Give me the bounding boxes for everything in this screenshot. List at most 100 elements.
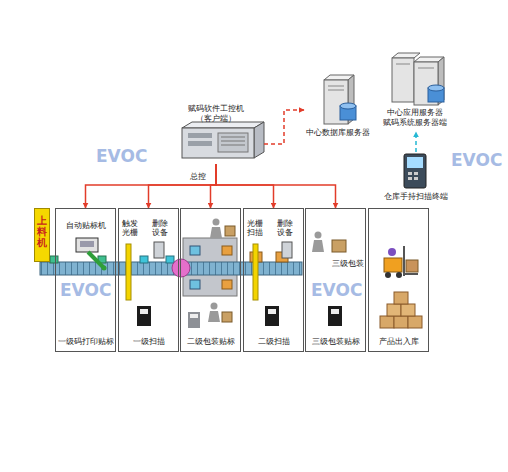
application-server-icon <box>396 64 410 65</box>
handheld-terminal-icon <box>408 177 412 180</box>
computer-icon <box>188 133 212 138</box>
scanner-icon <box>190 314 198 318</box>
node-text: 上料机 <box>37 215 47 248</box>
conveyor-belt <box>166 256 174 263</box>
worker-figure <box>332 240 346 252</box>
forklift <box>388 248 396 256</box>
worker-figure <box>208 311 220 322</box>
conveyor-belt <box>190 246 200 255</box>
database-server-icon <box>328 90 344 91</box>
node-text: 触发 光栅 <box>122 219 139 237</box>
scanner-icon <box>268 309 276 314</box>
watermark: EVOC <box>311 280 362 300</box>
forklift <box>403 246 405 276</box>
labeling-robot <box>80 241 94 247</box>
handheld-terminal-icon <box>404 154 426 188</box>
box-pile <box>380 292 422 328</box>
node-text: 三级包装贴标 <box>306 337 365 346</box>
scanner-icon <box>188 312 200 328</box>
database-server: 中心数据库服务器 <box>304 72 372 142</box>
box-pile <box>394 316 408 328</box>
handheld-terminal-icon <box>414 172 418 175</box>
connector <box>216 164 336 208</box>
connector <box>211 164 217 208</box>
node-text: 仓库手持扫描终端 <box>380 192 452 201</box>
node-text: 二级包装贴标 <box>181 337 240 346</box>
node-text: 二级扫描 <box>244 337 303 346</box>
forklift <box>385 272 391 278</box>
industrial-pc: 赋码软件工控机 （客户端） <box>168 104 264 164</box>
station-box: 一级扫描 触发 光栅删除 设备 <box>118 208 179 352</box>
scanner-icon <box>137 306 151 326</box>
connector <box>149 164 217 208</box>
scanner-icon <box>331 309 339 314</box>
reject-device <box>154 242 292 258</box>
worker-figure <box>225 226 235 236</box>
forklift <box>384 258 402 272</box>
computer-icon <box>221 141 245 142</box>
box-pile <box>401 304 415 316</box>
forklift <box>396 272 402 278</box>
scanner-icon <box>265 306 279 326</box>
node-text: 一级码打印贴标 <box>56 337 115 346</box>
worker-figure <box>222 312 232 322</box>
conveyor-belt <box>190 280 200 289</box>
application-server: 中心应用服务器 赋码系统服务器端 <box>376 48 454 132</box>
node-text: 光栅 扫描 <box>247 219 264 237</box>
worker-figure <box>211 303 218 310</box>
labeling-robot <box>88 252 104 268</box>
computer-icon <box>182 122 264 158</box>
application-server-icon <box>392 53 420 58</box>
application-server-icon <box>418 68 434 69</box>
conveyor-belt <box>140 256 148 263</box>
station-box: 二级扫描光栅 扫描删除 设备 <box>243 208 304 352</box>
connector <box>415 132 417 152</box>
computer-icon <box>182 128 254 158</box>
connector <box>264 110 304 144</box>
handheld-terminal-icon <box>404 154 426 188</box>
connector <box>216 164 274 208</box>
labeling-robot <box>76 238 98 252</box>
application-server-icon <box>428 85 444 91</box>
reject-device <box>282 242 292 258</box>
worker-figure <box>213 219 220 226</box>
node-text: 赋码软件工控机 （客户端） <box>186 104 247 123</box>
feeder-machine: 上料机 <box>34 208 50 262</box>
labeling-robot <box>102 266 107 271</box>
station-box: 产品出入库 <box>368 208 429 352</box>
reject-device <box>154 242 164 258</box>
application-server-icon <box>392 53 444 105</box>
node-text: 一级扫描 <box>119 337 178 346</box>
handheld-terminal-icon <box>414 177 418 180</box>
box-pile <box>394 292 408 304</box>
light-gate <box>253 244 258 300</box>
node-text: 产品出入库 <box>369 337 428 346</box>
database-server-icon <box>340 103 356 109</box>
bus-label: 总控 <box>190 171 206 182</box>
scanner-icon <box>140 309 148 314</box>
handheld-terminal-icon <box>407 157 423 168</box>
labeling-robot <box>76 238 107 271</box>
handheld-terminal-icon <box>408 172 412 175</box>
computer-icon <box>221 145 245 146</box>
worker-figure <box>208 219 346 323</box>
watermark: EVOC <box>451 150 502 170</box>
worker-figure <box>312 240 324 252</box>
conveyor-belt <box>172 259 190 277</box>
database-server-icon <box>328 86 344 87</box>
computer-icon <box>221 137 245 138</box>
node-text: 删除 设备 <box>152 219 169 237</box>
conveyor-belt <box>222 246 232 255</box>
computer-icon <box>182 122 264 128</box>
station-box: 二级包装贴标 <box>180 208 241 352</box>
computer-icon <box>254 122 264 158</box>
forklift <box>404 273 418 275</box>
worker-figure <box>315 232 322 239</box>
light-gate <box>126 244 258 300</box>
scanner-icon <box>137 306 342 328</box>
computer-icon <box>218 133 248 152</box>
scanner-icon <box>328 306 342 326</box>
node-text: 中心数据库服务器 <box>304 128 372 137</box>
box-pile <box>380 316 394 328</box>
